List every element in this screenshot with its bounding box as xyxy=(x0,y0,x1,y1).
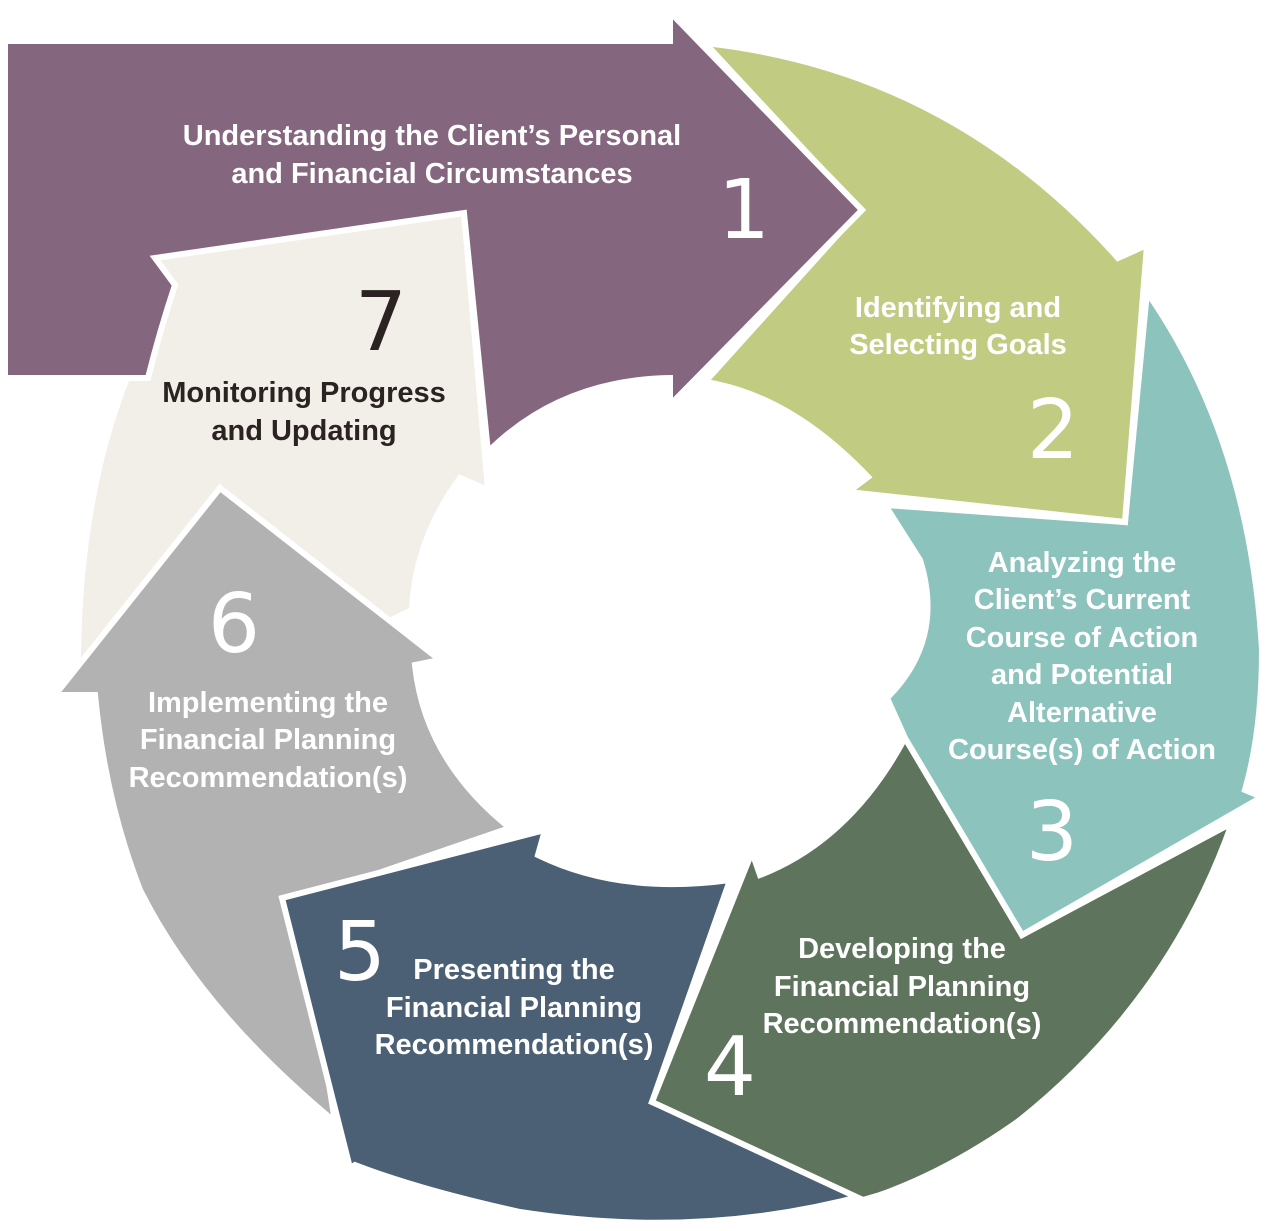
step-6-title-line: Recommendation(s) xyxy=(129,762,408,794)
step-1-segment xyxy=(2,4,867,459)
step-4-arrow xyxy=(648,731,1238,1204)
step-7-title-line: and Updating xyxy=(211,415,396,447)
step-3-title-line: Course(s) of Action xyxy=(948,734,1216,766)
step-4-number: 4 xyxy=(704,1020,756,1115)
step-5-segment xyxy=(278,825,876,1226)
step-4-label: Developing the Financial Planning Recomm… xyxy=(704,933,1041,1115)
step-3-title-line: Client’s Current xyxy=(974,584,1191,616)
step-3-label: Analyzing the Client’s Current Course of… xyxy=(948,547,1216,880)
step-2-arrow xyxy=(697,39,1151,526)
step-1-title-line: Understanding the Client’s Personal xyxy=(183,120,681,152)
step-4-segment xyxy=(648,731,1238,1204)
step-3-title-line: Alternative xyxy=(1007,697,1157,729)
step-5-label: 5 Presenting the Financial Planning Reco… xyxy=(334,905,653,1061)
step-3-number: 3 xyxy=(1026,785,1078,880)
step-7-label: 7 Monitoring Progress and Updating xyxy=(162,275,446,447)
step-6-segment xyxy=(48,483,517,1130)
step-4-title-line: Financial Planning xyxy=(774,971,1030,1003)
step-3-title-line: and Potential xyxy=(991,659,1173,691)
step-5-number: 5 xyxy=(334,905,386,1000)
step-4-title-line: Developing the xyxy=(798,933,1006,965)
step-2-segment xyxy=(697,39,1151,526)
step-1-number: 1 xyxy=(718,163,770,258)
step-6-title-line: Financial Planning xyxy=(140,724,396,756)
step-1-label: Understanding the Client’s Personal and … xyxy=(183,120,770,258)
step-3-title-line: Course of Action xyxy=(966,622,1199,654)
step-5-title-line: Presenting the xyxy=(413,954,614,986)
step-3-title-line: Analyzing the xyxy=(988,547,1177,579)
step-5-title-line: Recommendation(s) xyxy=(375,1029,654,1061)
step-1-title-line: and Financial Circumstances xyxy=(231,158,632,190)
step-7-title-line: Monitoring Progress xyxy=(162,377,446,409)
step-5-title-line: Financial Planning xyxy=(386,992,642,1024)
step-3-segment xyxy=(879,283,1269,940)
step-2-title-line: Identifying and xyxy=(855,292,1061,324)
step-2-title-line: Selecting Goals xyxy=(849,329,1067,361)
step-6-label: 6 Implementing the Financial Planning Re… xyxy=(129,577,408,794)
step-5-arrow xyxy=(278,825,876,1226)
step-4-title-line: Recommendation(s) xyxy=(763,1008,1042,1040)
step-6-title-line: Implementing the xyxy=(148,687,388,719)
step-3-arrow xyxy=(879,283,1269,940)
step-2-number: 2 xyxy=(1027,383,1079,478)
step-6-number: 6 xyxy=(208,577,260,672)
step-2-label: Identifying and Selecting Goals 2 xyxy=(849,292,1079,478)
step-7-number: 7 xyxy=(355,275,407,370)
step-6-arrow xyxy=(48,483,517,1130)
step-1-arrow xyxy=(2,4,867,459)
